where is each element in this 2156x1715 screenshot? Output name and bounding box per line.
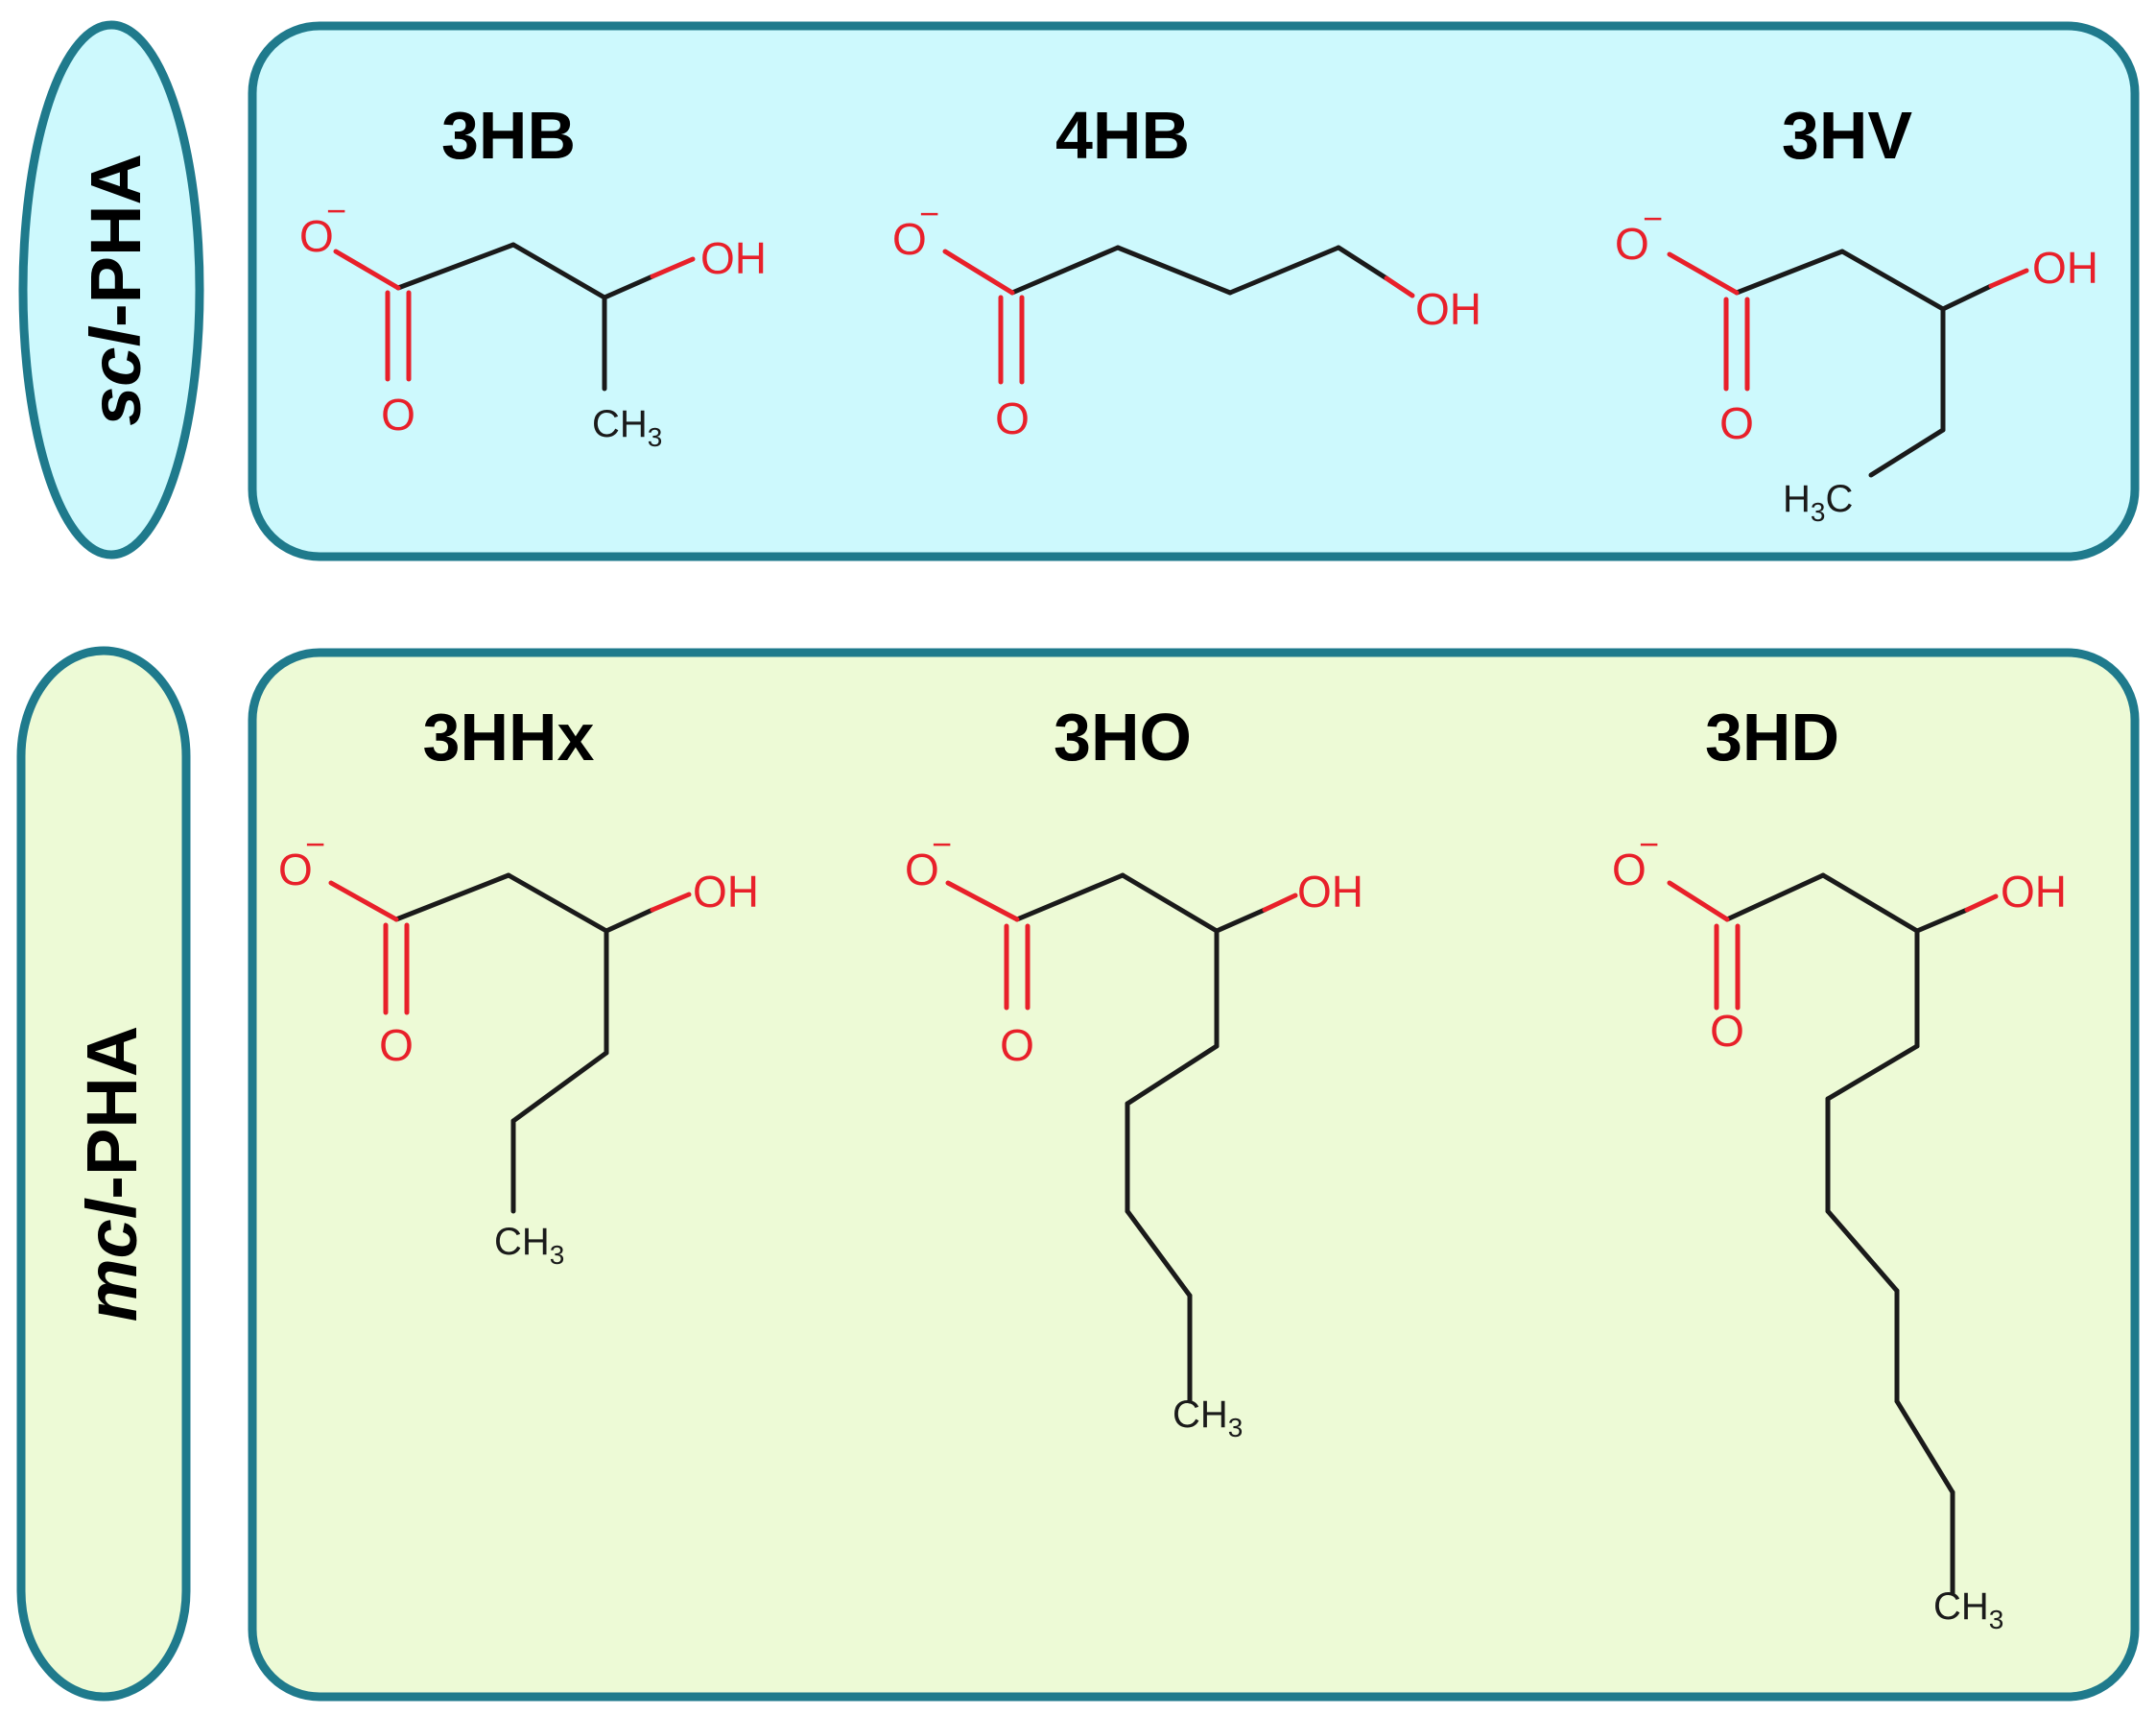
mcl-label-rest: -PHA — [72, 1026, 152, 1200]
monomer-name: 3HB — [441, 98, 576, 173]
monomer-3ho: 3HO O − O OH CH3 — [905, 700, 1363, 1442]
oh-atom: OH — [700, 233, 767, 283]
o-minus-atom: O — [892, 214, 927, 264]
oh-atom: OH — [1415, 284, 1481, 334]
mcl-label-pill — [16, 646, 191, 1702]
minus-charge: − — [305, 824, 325, 864]
oxygen-bonds — [328, 880, 692, 1015]
o-minus-atom: O — [278, 845, 313, 894]
monomer-name: 4HB — [1055, 98, 1190, 173]
minus-charge: − — [919, 194, 939, 233]
oxygen-bonds — [1667, 880, 1999, 1011]
oh-atom: OH — [693, 867, 759, 917]
scl-label: scl-PHA — [76, 154, 155, 426]
bond-skeleton — [395, 242, 655, 392]
monomer-3hb: 3HB O − O OH CH3 — [299, 98, 767, 452]
monomer-3hd: 3HD O − O OH CH3 — [1612, 700, 2067, 1634]
mcl-panel — [248, 648, 2140, 1702]
o-atom: O — [379, 1020, 414, 1070]
o-atom: O — [1000, 1020, 1034, 1070]
o-atom: O — [995, 393, 1030, 443]
monomer-name: 3HO — [1054, 700, 1192, 774]
monomer-name: 3HD — [1705, 700, 1839, 774]
minus-charge: − — [326, 191, 346, 230]
oxygen-bonds — [942, 249, 1415, 385]
o-minus-atom: O — [299, 211, 334, 261]
o-atom: O — [381, 390, 415, 440]
minus-charge: − — [1643, 199, 1663, 238]
mcl-label: mcl-PHA — [72, 1026, 152, 1322]
monomer-name: 3HV — [1782, 98, 1912, 173]
oh-atom: OH — [2032, 243, 2098, 293]
o-atom: O — [1710, 1006, 1744, 1056]
mcl-label-italic: mcl — [72, 1198, 152, 1322]
bond-skeleton — [393, 872, 655, 1214]
ch3-atom: CH3 — [592, 403, 662, 452]
ch3-atom: CH3 — [1933, 1585, 2003, 1634]
bond-skeleton — [1724, 872, 1970, 1596]
ch3-atom: CH3 — [1173, 1393, 1243, 1442]
oxygen-bonds — [1667, 251, 2029, 392]
o-minus-atom: O — [1615, 219, 1649, 269]
ch3-atom: CH3 — [494, 1221, 564, 1270]
oxygen-bonds — [945, 880, 1298, 1011]
mcl-group: mcl-PHA 3HHx O − O OH CH — [16, 646, 2140, 1702]
monomer-3hv: 3HV O − O OH H3C — [1615, 98, 2098, 527]
scl-label-italic: scl — [76, 326, 155, 426]
scl-panel — [248, 21, 2140, 561]
bond-skeleton — [1014, 872, 1268, 1404]
o-minus-atom: O — [1612, 845, 1647, 894]
scl-label-pill — [18, 20, 204, 560]
monomer-3hhx: 3HHx O − O OH CH3 — [278, 700, 759, 1270]
monomer-name: 3HHx — [423, 700, 595, 774]
monomer-4hb: 4HB O − O OH — [892, 98, 1481, 443]
h3c-atom: H3C — [1783, 478, 1853, 527]
bond-skeleton — [1734, 249, 1994, 478]
oh-atom: OH — [2001, 867, 2067, 917]
oxygen-bonds — [333, 249, 696, 382]
scl-group: scl-PHA 3HB O − O OH CH3 — [18, 20, 2140, 561]
bond-skeleton — [1009, 245, 1389, 296]
scl-label-rest: -PHA — [76, 154, 155, 327]
oh-atom: OH — [1297, 867, 1363, 917]
o-atom: O — [1719, 398, 1754, 448]
o-minus-atom: O — [905, 845, 939, 894]
minus-charge: − — [1639, 824, 1659, 864]
minus-charge: − — [932, 824, 952, 864]
